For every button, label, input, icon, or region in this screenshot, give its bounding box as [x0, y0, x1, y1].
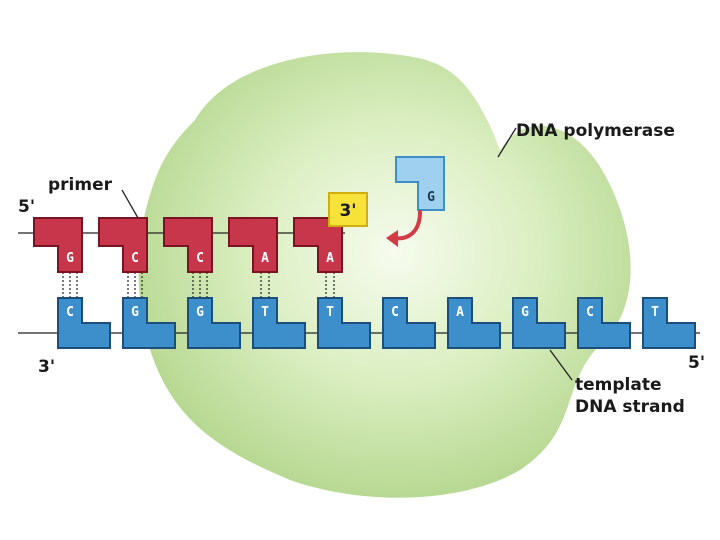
primer-base-letter: C — [131, 251, 139, 266]
primer-leader-line — [121, 189, 139, 219]
polymerase-leader-line — [497, 127, 517, 158]
template-nucleotide: A — [447, 297, 501, 349]
dna-polymerase-label: DNA polymerase — [516, 121, 675, 141]
template-base-letter: C — [66, 305, 74, 320]
primer-base-letter: A — [326, 251, 334, 266]
template-nucleotide: G — [122, 297, 176, 349]
primer-3prime-end-marker: 3' — [328, 192, 368, 227]
template-nucleotide: T — [317, 297, 371, 349]
template-base-letter: G — [131, 305, 139, 320]
primer-nucleotide: A — [228, 217, 278, 273]
primer-base-letter: A — [261, 251, 269, 266]
incoming-base-letter: G — [427, 190, 435, 205]
template-nucleotide: C — [57, 297, 111, 349]
primer-5prime-label: 5' — [18, 197, 35, 217]
primer-nucleotide: C — [163, 217, 213, 273]
template-label-line1: template — [575, 375, 662, 395]
template-base-letter: A — [456, 305, 464, 320]
template-leader-line — [549, 349, 573, 381]
incoming-nucleotide: G — [395, 156, 445, 211]
dna-polymerase-blob — [138, 52, 631, 498]
primer-nucleotide: G — [33, 217, 83, 273]
template-nucleotide: C — [577, 297, 631, 349]
template-label-line2: DNA strand — [575, 397, 685, 417]
template-nucleotide: G — [512, 297, 566, 349]
template-5prime-label: 5' — [688, 353, 705, 373]
template-base-letter: C — [586, 305, 594, 320]
template-base-letter: T — [261, 305, 269, 320]
template-base-letter: C — [391, 305, 399, 320]
primer-3prime-label: 3' — [339, 201, 356, 221]
template-base-letter: G — [196, 305, 204, 320]
primer-base-letter: C — [196, 251, 204, 266]
insertion-arrow — [386, 210, 422, 247]
primer-nucleotide: C — [98, 217, 148, 273]
template-nucleotide: T — [642, 297, 696, 349]
hydrogen-bonds — [62, 272, 335, 298]
template-base-letter: G — [521, 305, 529, 320]
template-3prime-label: 3' — [38, 357, 55, 377]
template-base-letter: T — [651, 305, 659, 320]
template-nucleotide: G — [187, 297, 241, 349]
primer-label: primer — [48, 175, 113, 195]
template-nucleotide: T — [252, 297, 306, 349]
template-base-letter: T — [326, 305, 334, 320]
template-nucleotide: C — [382, 297, 436, 349]
primer-base-letter: G — [66, 251, 74, 266]
